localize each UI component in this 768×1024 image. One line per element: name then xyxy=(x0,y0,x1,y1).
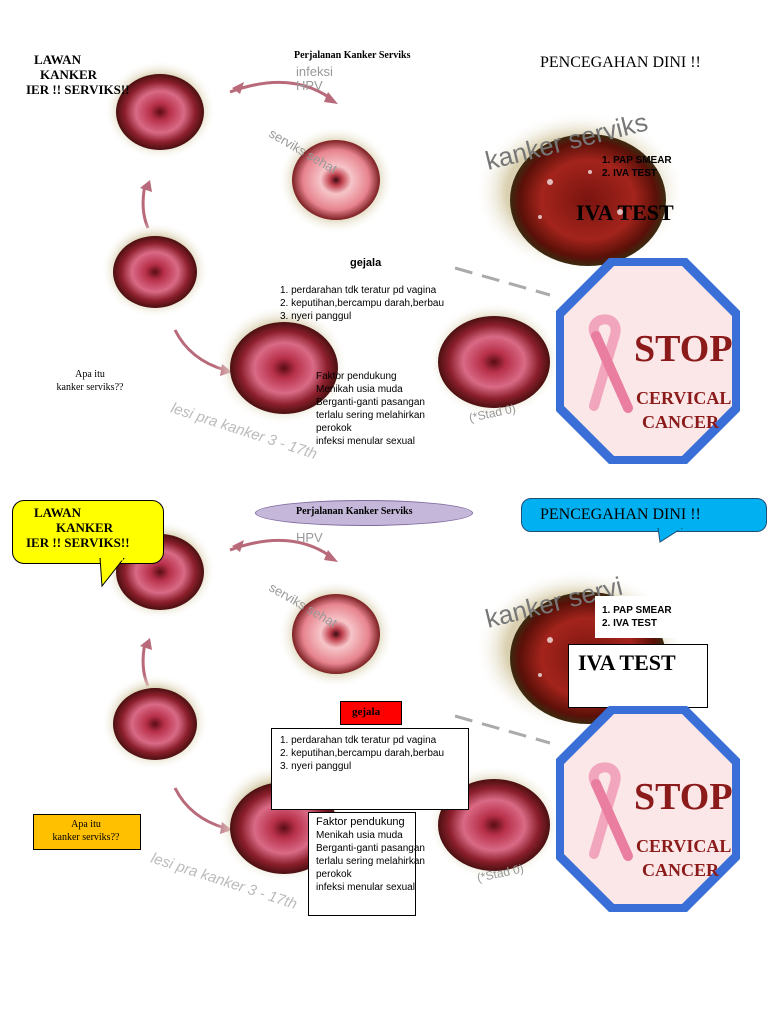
dashed-line xyxy=(454,714,551,745)
prevention-item: 2. IVA TEST xyxy=(602,618,658,629)
hpv-label: HPV xyxy=(296,78,323,93)
iva-test-label: IVA TEST xyxy=(576,200,674,225)
pencegahan-title: PENCEGAHAN DINI !! xyxy=(540,54,701,71)
callout-tail xyxy=(657,528,683,543)
perjalanan-title: Perjalanan Kanker Serviks xyxy=(294,50,411,61)
pink-ribbon-icon xyxy=(588,762,633,861)
apa-itu-line: kanker serviks?? xyxy=(52,832,120,843)
faktor-item: Berganti-ganti pasangan xyxy=(316,397,425,408)
faktor-item: Menikah usia muda xyxy=(316,384,403,395)
prevention-item: 1. PAP SMEAR xyxy=(602,605,672,616)
stop-word: STOP xyxy=(634,328,733,370)
prevention-box xyxy=(595,596,707,638)
faktor-title: Faktor pendukung xyxy=(316,371,397,382)
apa-itu-text: Apa itu kanker serviks?? xyxy=(36,818,136,844)
apa-itu-box xyxy=(33,814,141,850)
arrow-arc-top xyxy=(229,538,331,558)
cancer-cervix-image: kanker serviks xyxy=(475,107,685,272)
iva-test-box xyxy=(568,644,708,708)
gejala-list: 1. perdarahan tdk teratur pd vagina 2. k… xyxy=(280,734,444,773)
prevention-item: 1. PAP SMEAR xyxy=(602,155,672,166)
prevention-list: 1. PAP SMEAR 2. IVA TEST xyxy=(602,154,672,180)
gejala-item: 1. perdarahan tdk teratur pd vagina xyxy=(280,285,437,296)
gejala-item: 3. nyeri panggul xyxy=(280,761,352,772)
panel-top: lesi pra kanker 3 - 17th serviks sehat (… xyxy=(0,20,768,500)
cancer-word: CANCER xyxy=(642,412,720,432)
cervix-healthy xyxy=(292,594,380,674)
gejala-box xyxy=(271,728,469,810)
faktor-item: infeksi menular sexual xyxy=(316,882,415,893)
lawan-line-3: IER !! SERVIKS!! xyxy=(26,535,130,550)
arrow-arc-top xyxy=(229,80,331,100)
faktor-item: perokok xyxy=(316,869,352,880)
cervix-lesion-2 xyxy=(113,688,197,760)
apa-itu-line: Apa itu xyxy=(71,819,101,830)
panel-bottom: lesi pra kanker 3 - 17th serviks sehat (… xyxy=(0,478,768,958)
infeksi-label: infeksi xyxy=(296,64,333,79)
arrow-arc-left xyxy=(141,184,150,229)
faktor-title: Faktor pendukung xyxy=(316,816,405,828)
faktor-item: terlalu sering melahirkan xyxy=(316,856,425,867)
cervix-lesion-1 xyxy=(116,74,204,150)
pink-ribbon-icon xyxy=(588,314,633,413)
faktor-list: Faktor pendukung Menikah usia muda Berga… xyxy=(316,816,425,894)
dashed-line xyxy=(454,266,551,297)
faktor-item: terlalu sering melahirkan xyxy=(316,410,425,421)
iva-test-label: IVA TEST xyxy=(578,650,676,675)
lawan-line-2: KANKER xyxy=(56,520,114,535)
gejala-item: 3. nyeri panggul xyxy=(280,311,352,322)
apa-itu-text: Apa itu kanker serviks?? xyxy=(40,368,140,394)
perjalanan-ellipse xyxy=(255,500,473,526)
bubble-tail xyxy=(99,558,125,588)
cervix-stage-0 xyxy=(438,316,550,408)
lawan-line-1: LAWAN xyxy=(34,52,81,67)
cervical-word: CERVICAL xyxy=(636,836,731,856)
cervix-healthy xyxy=(292,140,380,220)
lawan-line-1: LAWAN xyxy=(34,505,81,520)
perjalanan-title: Perjalanan Kanker Serviks xyxy=(296,506,413,517)
stop-cervical-cancer-sign: STOP CERVICAL CANCER xyxy=(556,258,740,464)
faktor-item: Menikah usia muda xyxy=(316,830,403,841)
faktor-list: Faktor pendukung Menikah usia muda Berga… xyxy=(316,370,425,448)
stop-word: STOP xyxy=(634,776,733,818)
apa-itu-line: Apa itu xyxy=(75,369,105,380)
faktor-box xyxy=(308,812,416,916)
hpv-label: HPV xyxy=(296,530,323,545)
cervix-lesion-2 xyxy=(113,236,197,308)
cervical-word: CERVICAL xyxy=(636,388,731,408)
gejala-list: 1. perdarahan tdk teratur pd vagina 2. k… xyxy=(280,284,444,323)
gejala-item: 2. keputihan,bercampu darah,berbau xyxy=(280,748,445,759)
gejala-item: 2. keputihan,bercampu darah,berbau xyxy=(280,298,445,309)
gejala-title: gejala xyxy=(350,257,382,269)
pencegahan-callout xyxy=(521,498,767,532)
gejala-badge xyxy=(340,701,402,725)
prevention-list: 1. PAP SMEAR 2. IVA TEST xyxy=(602,604,672,630)
faktor-item: infeksi menular sexual xyxy=(316,436,415,447)
prevention-item: 2. IVA TEST xyxy=(602,168,658,179)
gejala-item: 1. perdarahan tdk teratur pd vagina xyxy=(280,735,437,746)
stop-cervical-cancer-sign: STOP CERVICAL CANCER xyxy=(556,706,740,912)
lawan-line-2: KANKER xyxy=(40,67,98,82)
lawan-kanker-title: LAWAN KANKER IER !! SERVIKS!! xyxy=(26,505,166,550)
lawan-bubble xyxy=(12,500,164,564)
apa-itu-line: kanker serviks?? xyxy=(56,382,124,393)
lawan-kanker-title: LAWAN KANKER IER !! SERVIKS!! xyxy=(26,52,166,97)
gejala-title: gejala xyxy=(352,706,381,718)
faktor-item: Berganti-ganti pasangan xyxy=(316,843,425,854)
cervix-diagram: lesi pra kanker 3 - 17th serviks sehat (… xyxy=(101,60,560,463)
cervix-lesion-3 xyxy=(230,322,338,414)
pencegahan-title: PENCEGAHAN DINI !! xyxy=(540,506,701,523)
faktor-item: perokok xyxy=(316,423,352,434)
cancer-word: CANCER xyxy=(642,860,720,880)
lawan-line-3: IER !! SERVIKS!! xyxy=(26,82,130,97)
